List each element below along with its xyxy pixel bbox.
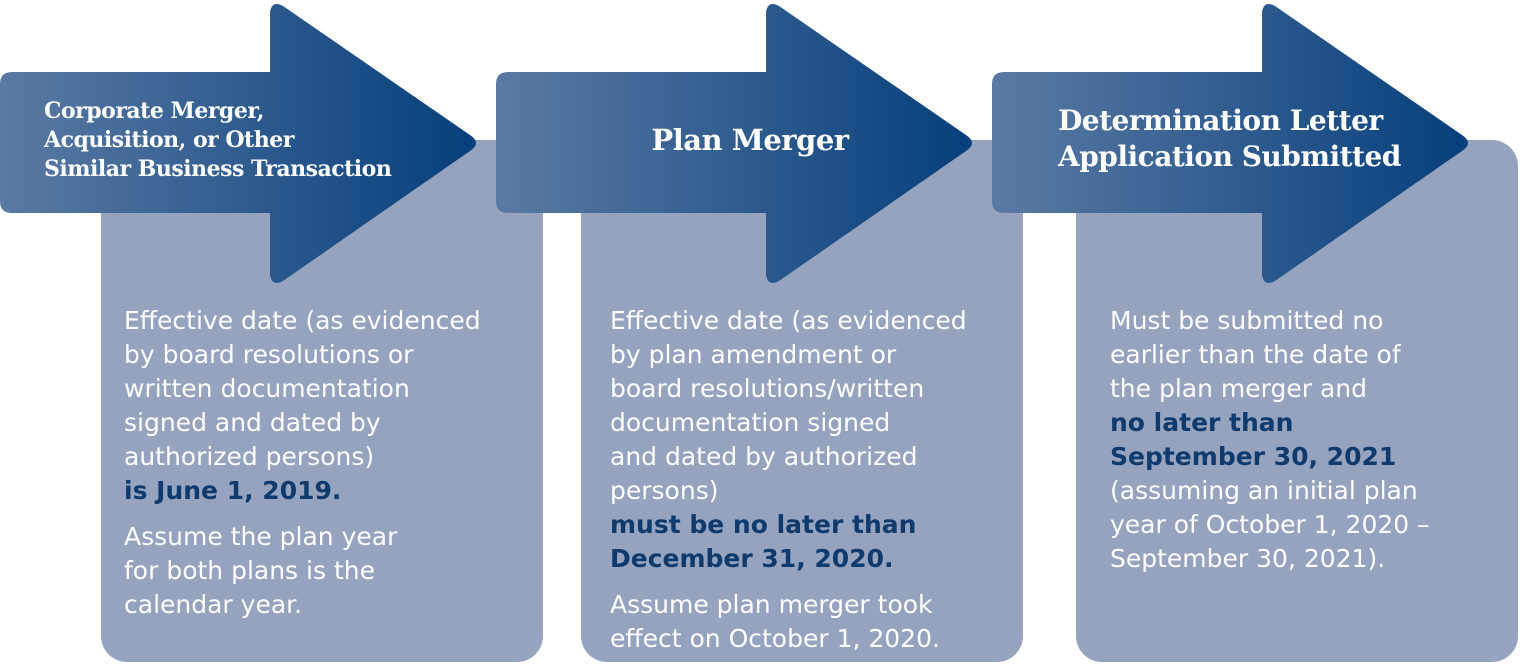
step-2-note: Assume plan merger took effect on Octobe… [610,590,940,653]
step-2-deadline: must be no later than December 31, 2020. [610,510,917,573]
step-2-title: Plan Merger [651,123,849,157]
step-2-body: Effective date (as evidenced by plan ame… [610,304,1010,656]
step-2-description: Effective date (as evidenced by plan ame… [610,306,967,505]
step-1-arrow [0,4,476,283]
step-2-arrow [496,4,972,283]
step-1-body: Effective date (as evidenced by board re… [124,304,529,622]
step-3-arrow [992,4,1468,283]
step-3-body: Must be submitted no earlier than the da… [1110,304,1510,576]
step-3-deadline: no later than September 30, 2021 [1110,408,1397,471]
step-1-description: Effective date (as evidenced by board re… [124,306,481,471]
step-3-description: Must be submitted no earlier than the da… [1110,306,1401,403]
step-1-title: Corporate Merger, Acquisition, or Other … [44,97,392,182]
step-1-note: Assume the plan year for both plans is t… [124,522,398,619]
step-3-title: Determination Letter Application Submitt… [1058,104,1401,173]
step-1-deadline: is June 1, 2019. [124,476,342,505]
step-3-note: (assuming an initial plan year of Octobe… [1110,476,1430,573]
